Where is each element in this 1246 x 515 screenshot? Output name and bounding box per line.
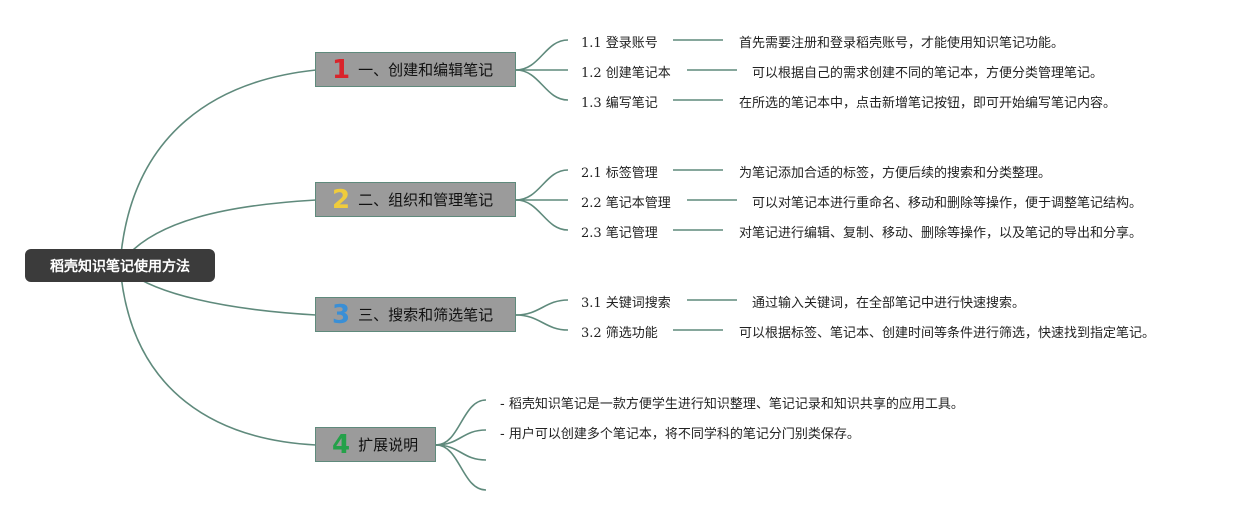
connector-b2-3 [515,199,569,231]
branch-label-3: 三、搜索和筛选笔记 [358,306,494,324]
branch-number-3: 3 [332,299,351,330]
branch-node-4[interactable]: 4 扩展说明 [315,427,436,462]
extension-note-2: - 用户可以创建多个笔记本，将不同学科的笔记分门别类保存。 [500,427,860,442]
connector-b4-1 [435,399,487,446]
leaf-desc-3-2: 可以根据标签、笔记本、创建时间等条件进行筛选，快速找到指定笔记。 [739,326,1156,341]
leaf-title-1-3[interactable]: 1.3 编写笔记 [581,96,658,111]
extension-note-1: - 稻壳知识笔记是一款方便学生进行知识整理、笔记记录和知识共享的应用工具。 [500,397,964,412]
connector-root-branch1 [119,69,317,266]
branch-node-2[interactable]: 2 二、组织和管理笔记 [315,182,516,217]
leaf-title-1-2[interactable]: 1.2 创建笔记本 [581,66,671,81]
branch-number-4: 4 [332,429,351,460]
leaf-title-1-1[interactable]: 1.1 登录账号 [581,36,658,51]
connector-b4-4 [435,444,487,491]
root-node[interactable]: 稻壳知识笔记使用方法 [25,249,215,282]
leaf-title-2-1[interactable]: 2.1 标签管理 [581,166,658,181]
connector-b1-1 [515,39,569,71]
branch-label-4: 扩展说明 [358,436,419,454]
branch-number-2: 2 [332,184,351,215]
leaf-desc-3-1: 通过输入关键词，在全部笔记中进行快速搜索。 [752,296,1026,311]
leaf-desc-2-3: 对笔记进行编辑、复制、移动、删除等操作，以及笔记的导出和分享。 [739,226,1143,241]
root-label: 稻壳知识笔记使用方法 [50,258,190,275]
leaf-title-3-1[interactable]: 3.1 关键词搜索 [581,296,671,311]
connector-b2-1 [515,169,569,201]
connector-b3-2 [515,314,569,331]
leaf-desc-1-3: 在所选的笔记本中，点击新增笔记按钮，即可开始编写笔记内容。 [739,96,1117,111]
leaf-title-2-2[interactable]: 2.2 笔记本管理 [581,196,671,211]
branch-node-3[interactable]: 3 三、搜索和筛选笔记 [315,297,516,332]
leaf-desc-1-2: 可以根据自己的需求创建不同的笔记本，方便分类管理笔记。 [752,66,1104,81]
connector-b3-1 [515,299,569,316]
connector-root-branch4 [119,264,317,446]
branch-node-1[interactable]: 1 一、创建和编辑笔记 [315,52,516,87]
leaf-title-2-3[interactable]: 2.3 笔记管理 [581,226,658,241]
leaf-title-3-2[interactable]: 3.2 筛选功能 [581,326,658,341]
branch-label-1: 一、创建和编辑笔记 [358,61,494,79]
branch-number-1: 1 [332,54,351,85]
leaf-desc-2-2: 可以对笔记本进行重命名、移动和删除等操作，便于调整笔记结构。 [752,196,1143,211]
branch-label-2: 二、组织和管理笔记 [358,191,494,209]
connector-b1-3 [515,69,569,101]
leaf-desc-1-1: 首先需要注册和登录稻壳账号，才能使用知识笔记功能。 [739,36,1065,51]
leaf-desc-2-1: 为笔记添加合适的标签，方便后续的搜索和分类整理。 [739,166,1052,181]
